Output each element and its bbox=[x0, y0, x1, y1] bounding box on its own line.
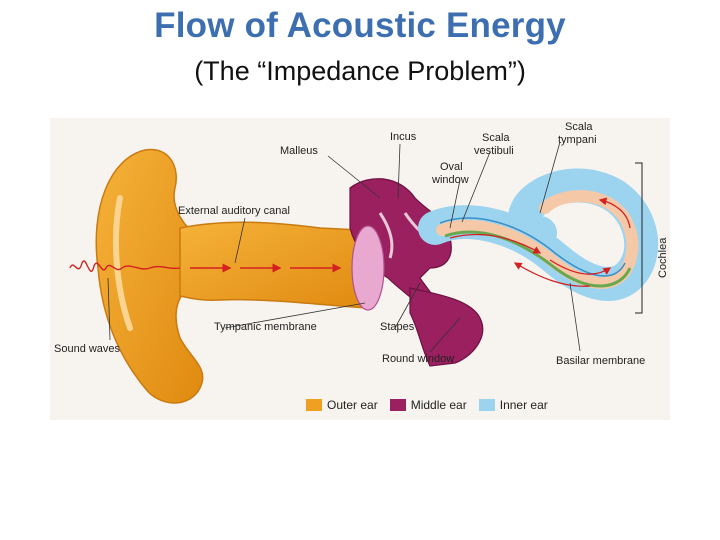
pinna bbox=[95, 148, 204, 404]
label-scala-vestibuli-2: vestibuli bbox=[474, 145, 514, 157]
legend-inner-ear-label: Inner ear bbox=[499, 398, 548, 412]
label-scala-tympani-2: tympani bbox=[558, 134, 597, 146]
ear-diagram: Malleus Incus Scala vestibuli Scala tymp… bbox=[50, 118, 670, 420]
ear-canal bbox=[179, 221, 369, 309]
label-tympanic-membrane: Tympanic membrane bbox=[214, 321, 317, 333]
label-cochlea: Cochlea bbox=[657, 237, 669, 278]
label-sound-waves: Sound waves bbox=[54, 343, 121, 355]
label-oval-window-2: window bbox=[431, 174, 469, 186]
inner-ear-swatch bbox=[478, 399, 495, 411]
label-external-canal: External auditory canal bbox=[178, 205, 290, 217]
sound-waves-line bbox=[69, 260, 181, 272]
label-stapes: Stapes bbox=[380, 321, 415, 333]
page-subtitle: (The “Impedance Problem”) bbox=[194, 56, 526, 86]
ear-illustration: Malleus Incus Scala vestibuli Scala tymp… bbox=[54, 121, 669, 404]
cochlea-inner-scala bbox=[436, 190, 639, 289]
outer-ear-swatch bbox=[306, 399, 322, 411]
page-title: Flow of Acoustic Energy bbox=[154, 6, 566, 45]
legend-middle-ear: Middle ear bbox=[389, 398, 467, 412]
tympanic-membrane-shape bbox=[351, 225, 385, 311]
legend: Outer ear Middle ear Inner ear bbox=[306, 398, 560, 412]
label-scala-tympani-1: Scala bbox=[565, 121, 593, 133]
legend-outer-ear-label: Outer ear bbox=[327, 398, 378, 412]
pinna-fold bbox=[112, 195, 133, 331]
label-malleus: Malleus bbox=[280, 145, 318, 157]
label-oval-window-1: Oval bbox=[440, 161, 463, 173]
legend-inner-ear: Inner ear bbox=[478, 398, 548, 412]
middle-ear-lower bbox=[409, 287, 484, 367]
middle-ear-ossicles bbox=[349, 178, 452, 319]
label-incus: Incus bbox=[390, 131, 417, 143]
label-round-window: Round window bbox=[382, 353, 454, 365]
basilar-membrane-shape bbox=[444, 230, 632, 288]
label-basilar-membrane: Basilar membrane bbox=[556, 355, 645, 367]
legend-outer-ear: Outer ear bbox=[306, 398, 378, 412]
legend-middle-ear-label: Middle ear bbox=[410, 398, 467, 412]
middle-ear-swatch bbox=[389, 399, 406, 411]
label-scala-vestibuli-1: Scala bbox=[482, 132, 510, 144]
